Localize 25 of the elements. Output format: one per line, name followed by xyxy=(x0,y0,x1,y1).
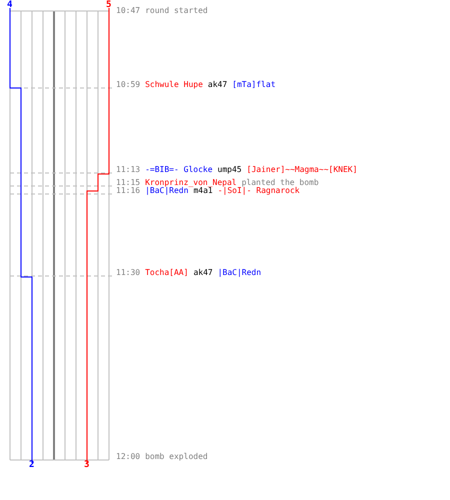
player-count: 5 xyxy=(106,0,112,10)
player-name: |BaC|Redn xyxy=(218,268,262,277)
weapon-name: m4a1 xyxy=(193,186,213,195)
weapon-name: ak47 xyxy=(193,268,213,277)
player-name: [mTa]flat xyxy=(232,80,276,89)
player-count: 4 xyxy=(7,0,12,10)
player-name: -|SoI|- Ragnarock xyxy=(218,186,300,195)
time-label: 11:16 xyxy=(116,186,140,195)
time-label: 11:15 xyxy=(116,178,140,187)
weapon-name: ak47 xyxy=(208,80,228,89)
event-text: bomb exploded xyxy=(145,452,208,461)
event-text: planted the bomb xyxy=(242,178,319,187)
event-text: round started xyxy=(145,6,208,15)
player-name: Tocha[AA] xyxy=(145,268,188,277)
player-name: -=BIB=- Glocke xyxy=(145,165,213,174)
player-name: [Jainer]~~Magma~~[KNEK] xyxy=(246,165,358,174)
time-label: 10:59 xyxy=(116,80,140,89)
time-label: 11:30 xyxy=(116,268,140,277)
player-name: Kronprinz_von_Nepal xyxy=(145,178,237,187)
player-name: Schwule Hupe xyxy=(145,80,203,89)
weapon-name: ump45 xyxy=(218,165,242,174)
time-label: 11:13 xyxy=(116,165,140,174)
time-label: 12:00 xyxy=(116,452,140,461)
player-name: |BaC|Redn xyxy=(145,186,188,195)
time-label: 10:47 xyxy=(116,6,140,15)
